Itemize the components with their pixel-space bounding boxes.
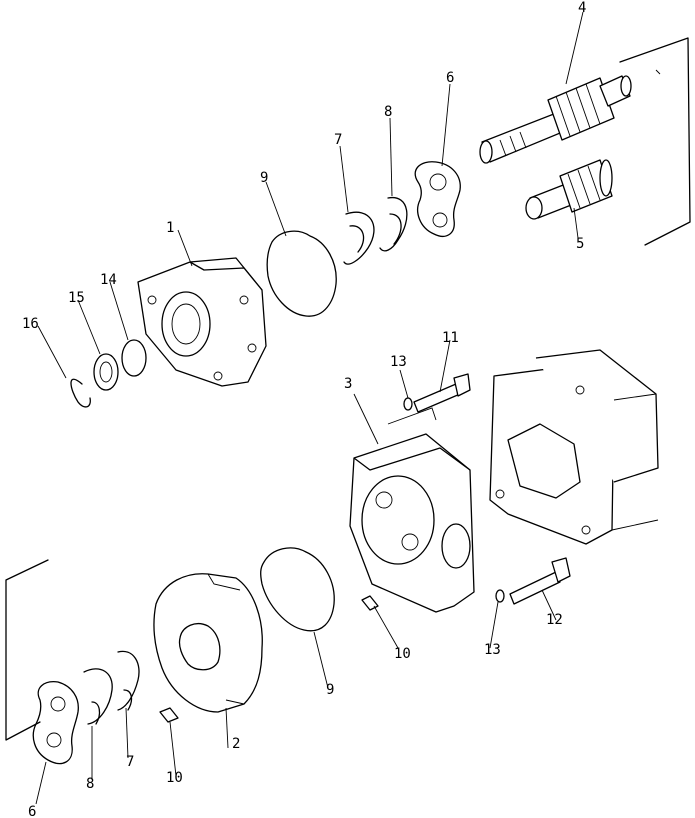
- driven-gear-part: [525, 159, 613, 220]
- lower-left-frame: [5, 559, 49, 741]
- callout-10-left: 10: [166, 770, 183, 786]
- callout-6-upper: 6: [446, 70, 454, 86]
- rear-gear-housing-part: [153, 573, 263, 713]
- clip-ring-upper-part: [343, 197, 408, 265]
- gear-group-frame: [619, 37, 691, 246]
- callout-3: 3: [344, 376, 352, 392]
- gasket-lower-part: [260, 547, 335, 632]
- washer-upper-part: [403, 397, 413, 411]
- callout-9-upper: 9: [260, 170, 268, 186]
- callout-13-upper: 13: [390, 354, 407, 370]
- callout-10-right: 10: [394, 646, 411, 662]
- drive-shaft-gear-part: [479, 75, 632, 164]
- callout-14: 14: [100, 272, 117, 288]
- dowel-pin-left-part: [159, 707, 179, 723]
- callout-2: 2: [232, 736, 240, 752]
- snap-ring-part: [70, 378, 91, 408]
- callout-6-lower: 6: [28, 804, 36, 818]
- callout-7-upper: 7: [334, 132, 342, 148]
- callout-12: 12: [546, 612, 563, 628]
- callout-1: 1: [166, 220, 174, 236]
- callout-11: 11: [442, 330, 459, 346]
- leader-lines: [35, 11, 584, 805]
- callout-16: 16: [22, 316, 39, 332]
- gasket-upper-part: [266, 230, 337, 317]
- washer-lower-part: [495, 589, 505, 603]
- bolt-lower-part: [509, 557, 571, 605]
- callout-8-lower: 8: [86, 776, 94, 792]
- callout-8-upper: 8: [384, 104, 392, 120]
- callout-9-lower: 9: [326, 682, 334, 698]
- clip-ring-lower-part: [83, 650, 140, 725]
- side-plate-upper-part: [414, 161, 461, 237]
- bolt-upper-part: [413, 373, 471, 413]
- gear-housing-part: [349, 407, 475, 613]
- seal-ring-part: [121, 339, 147, 377]
- callout-15: 15: [68, 290, 85, 306]
- callout-7-lower: 7: [126, 754, 134, 770]
- callout-13-lower: 13: [484, 642, 501, 658]
- front-cover-part: [137, 257, 267, 387]
- callout-5: 5: [576, 236, 584, 252]
- callout-labels: 1 2 3 4 5 6 6 7 7 8 8 9 9 10 10 11 12 13…: [22, 0, 586, 818]
- rear-body-part: [489, 349, 659, 545]
- callout-4: 4: [578, 0, 586, 16]
- bearing-part: [93, 353, 119, 391]
